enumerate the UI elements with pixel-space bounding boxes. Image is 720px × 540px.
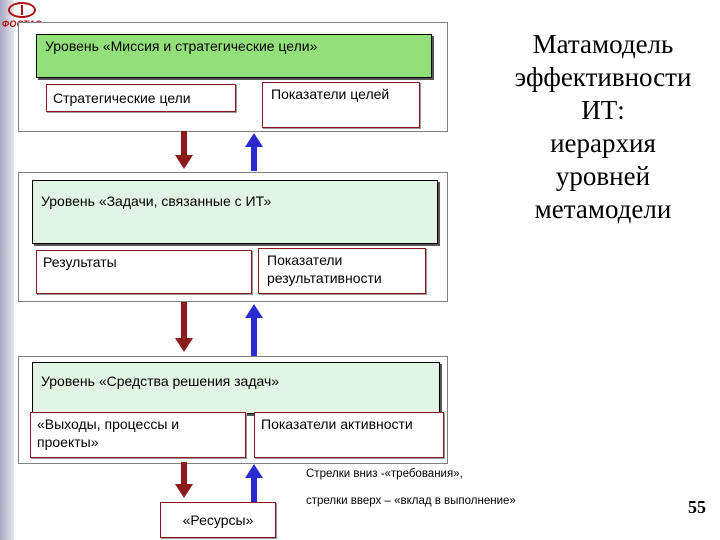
arrow-down-3-icon: [175, 462, 193, 498]
level2-left-box: Результаты: [36, 250, 252, 294]
title-line: ИТ:: [581, 95, 625, 125]
page-number: 55: [688, 497, 706, 517]
level1-band: Уровень «Миссия и стратегические цели»: [36, 34, 432, 78]
title-line: иерархия: [550, 128, 656, 158]
title-line: Матамодель: [532, 29, 674, 59]
resources-box: «Ресурсы»: [160, 502, 276, 538]
title-line: эффективности: [514, 62, 692, 92]
level3-right-box: Показатели активности: [254, 412, 444, 458]
arrow-down-2-icon: [175, 302, 193, 352]
level1-left-box: Стратегические цели: [46, 84, 236, 112]
level3-left-box: «Выходы, процессы и проекты»: [30, 412, 246, 458]
level2-band: Уровень «Задачи, связанные с ИТ»: [32, 180, 438, 244]
title-line: метамодели: [534, 194, 672, 224]
logo-mark-icon: [8, 2, 36, 18]
arrow-down-1-icon: [175, 131, 193, 169]
level3-band: Уровень «Средства решения задач»: [32, 362, 440, 414]
note-down-arrows: Стрелки вниз -«требования»,: [306, 468, 463, 480]
title-line: уровней: [555, 161, 651, 191]
arrow-up-1-icon: [245, 133, 263, 171]
level1-right-box: Показатели целей: [262, 82, 420, 128]
slide-title: Матамодель эффективности ИТ: иерархия ур…: [478, 28, 720, 226]
arrow-up-2-icon: [245, 304, 263, 356]
arrow-up-3-icon: [245, 464, 263, 502]
level2-right-box: Показатели результативности: [258, 248, 426, 294]
note-up-arrows: стрелки вверх – «вклад в выполнение»: [306, 495, 516, 507]
left-decorative-band: [0, 0, 14, 540]
